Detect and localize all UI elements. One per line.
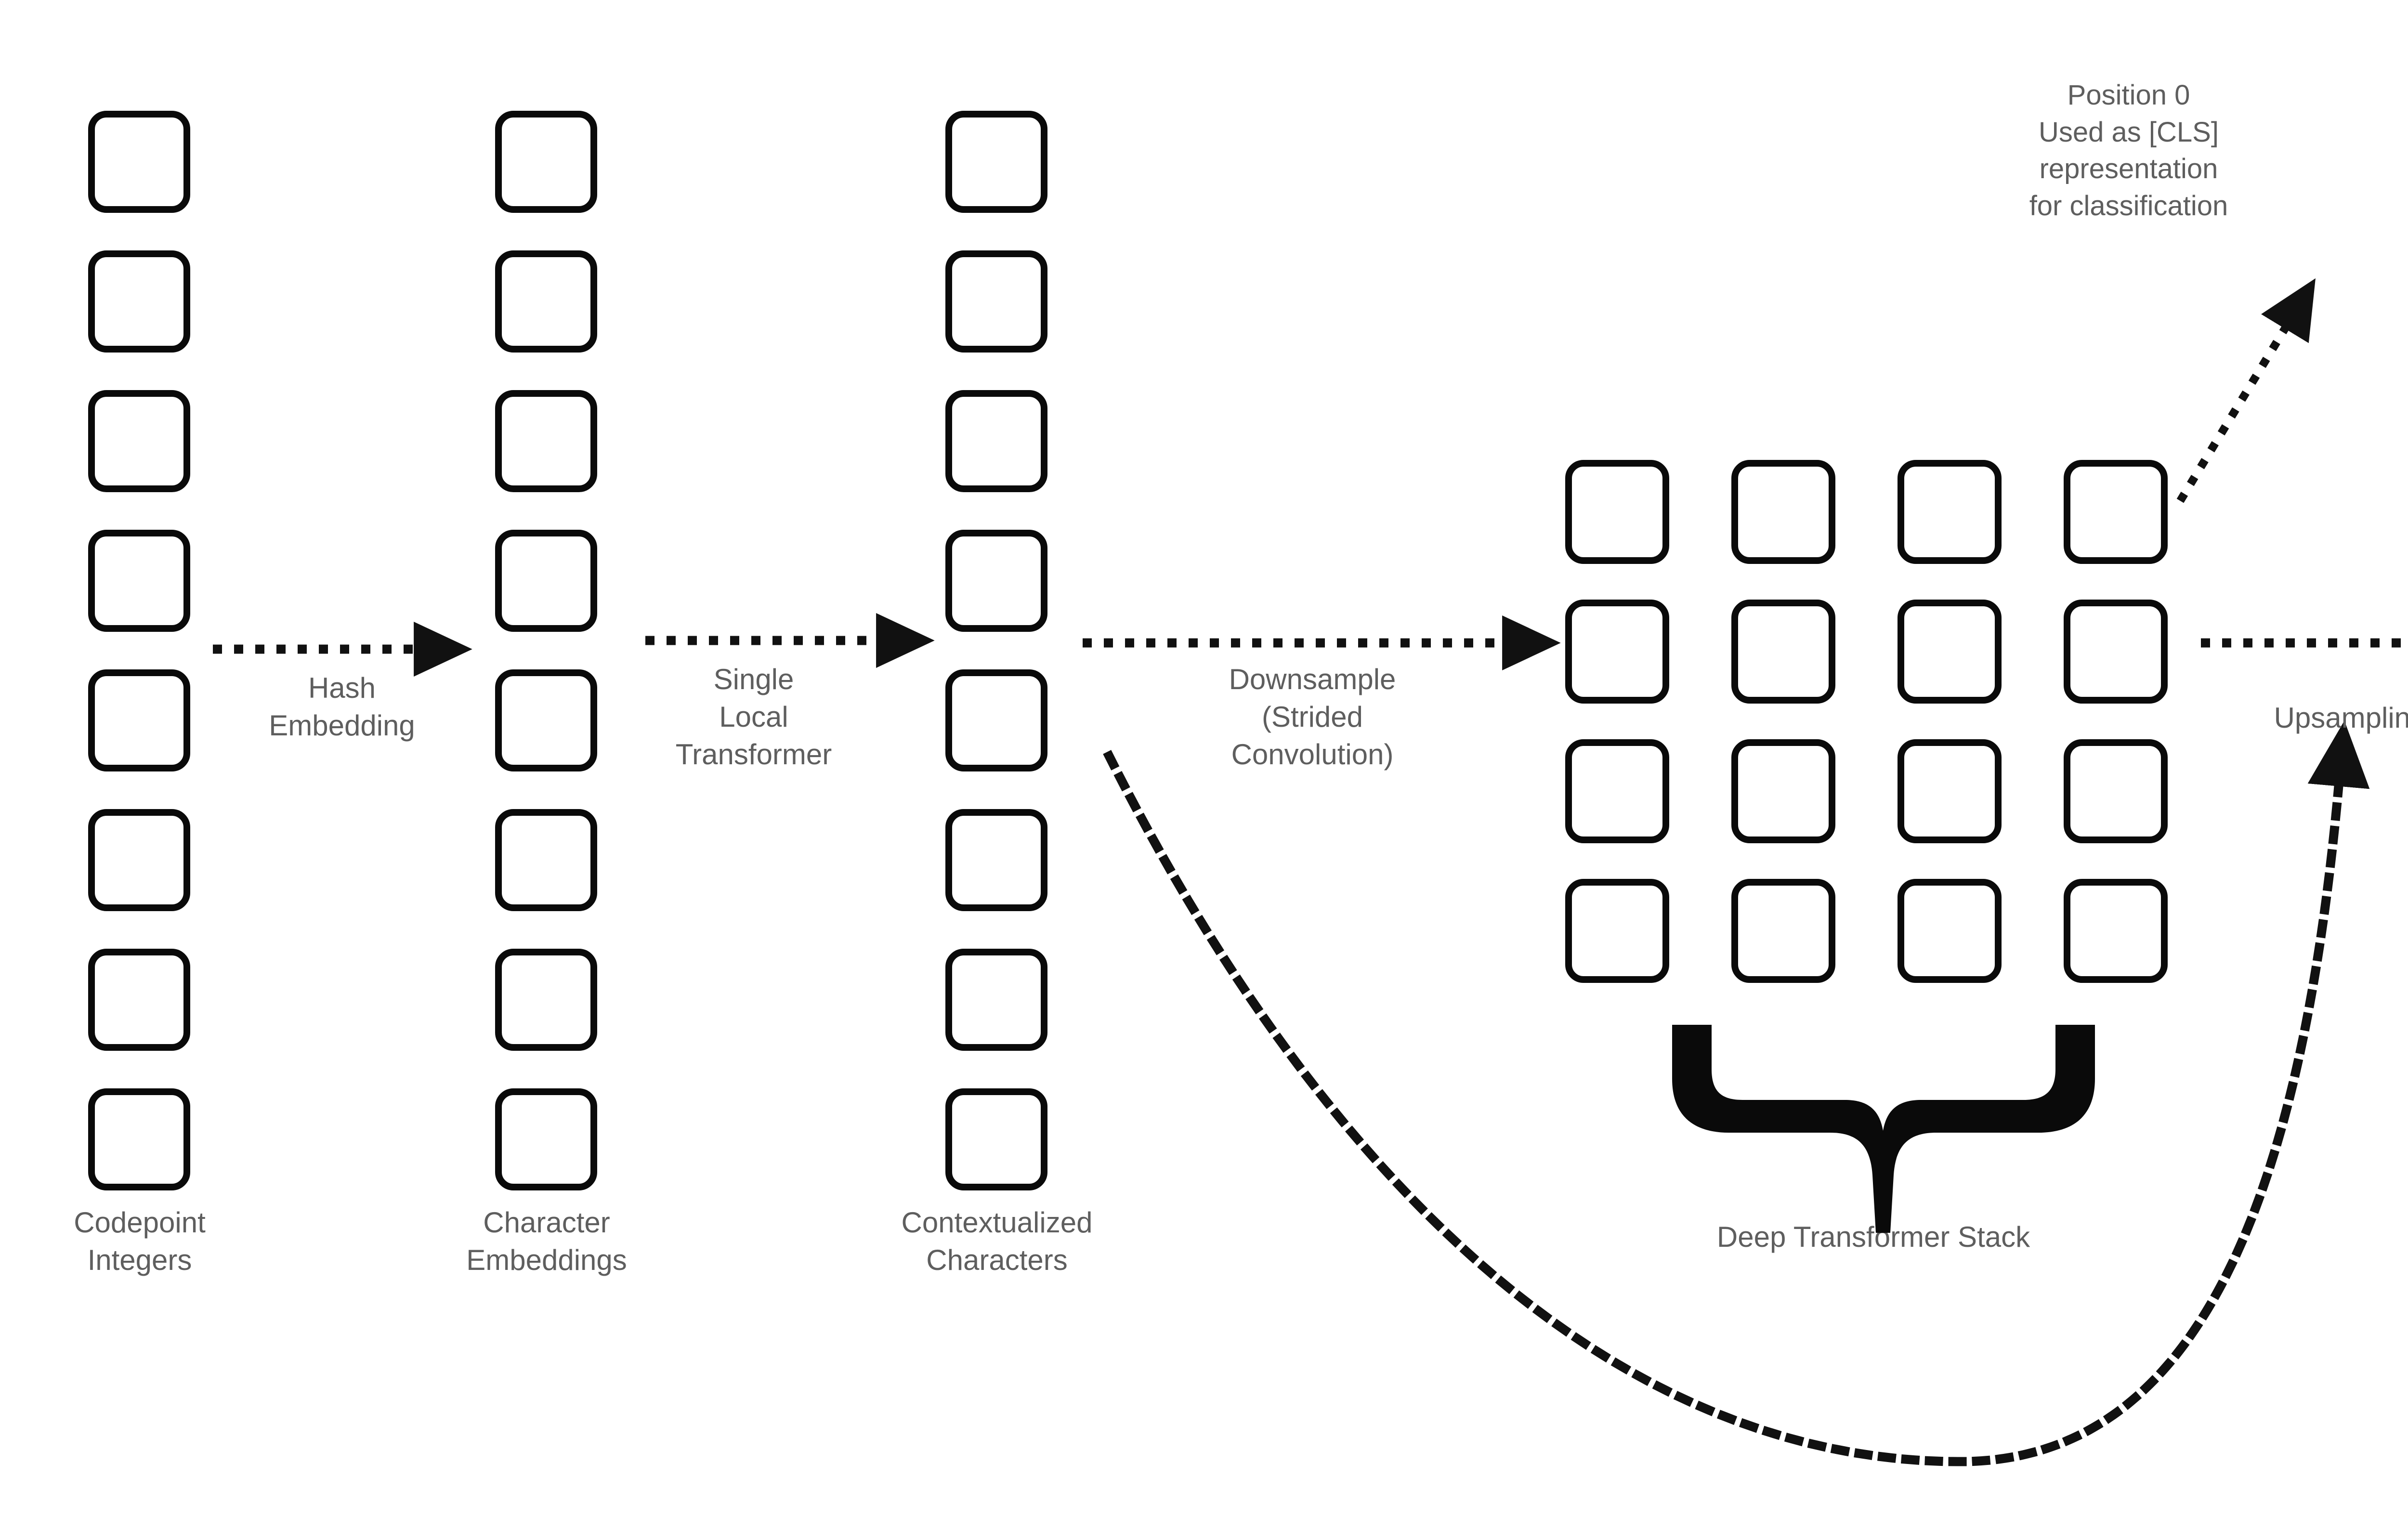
arrow-cls-pointer	[2176, 278, 2316, 503]
cell-box	[495, 809, 597, 911]
cell-box	[1565, 460, 1669, 564]
cell-box	[495, 250, 597, 353]
cell-box	[495, 390, 597, 492]
column-caption-codepoint-integers: Codepoint Integers	[74, 1206, 206, 1276]
cell-box	[88, 949, 190, 1051]
arrow-label-upsampling: Upsampling	[2274, 702, 2408, 734]
cell-box	[945, 111, 1047, 213]
cell-box	[1731, 879, 1835, 983]
cell-box	[1731, 460, 1835, 564]
cell-box	[88, 809, 190, 911]
cell-box	[88, 530, 190, 632]
arrow-label-single-local-transformer: Single Local Transformer	[675, 663, 832, 771]
cell-box	[495, 111, 597, 213]
cell-box	[1898, 460, 2002, 564]
cell-box	[495, 669, 597, 771]
cell-box	[88, 1088, 190, 1190]
cell-box	[2064, 879, 2168, 983]
column-caption-concatenated-representations: Concatenated Representations	[2403, 1214, 2408, 1289]
cell-box	[1898, 879, 2002, 983]
arrow-residual-skip	[1103, 720, 2370, 1466]
cell-box	[495, 949, 597, 1051]
cell-box	[1898, 600, 2002, 704]
cell-box	[88, 390, 190, 492]
cell-box	[495, 1088, 597, 1190]
cell-box	[1731, 600, 1835, 704]
cell-box	[1565, 600, 1669, 704]
column-caption-character-embeddings: Character Embeddings	[466, 1206, 627, 1276]
cell-box	[1731, 739, 1835, 843]
cell-box	[945, 530, 1047, 632]
cell-box	[945, 809, 1047, 911]
arrow-label-hash-embedding: Hash Embedding	[269, 672, 415, 742]
column-caption-contextualized-characters: Contextualized Characters	[901, 1206, 1093, 1276]
arrow-label-downsample: Downsample (Strided Convolution)	[1229, 663, 1396, 771]
cell-box	[945, 1088, 1047, 1190]
cell-box	[945, 949, 1047, 1051]
cell-box	[2064, 600, 2168, 704]
cell-box	[945, 250, 1047, 353]
cell-box	[1565, 879, 1669, 983]
column-caption-deep-transformer-stack: Deep Transformer Stack	[1716, 1221, 2030, 1253]
cell-box	[1565, 739, 1669, 843]
cell-box	[1898, 739, 2002, 843]
cell-box	[88, 669, 190, 771]
cell-box	[2064, 739, 2168, 843]
cell-box	[88, 250, 190, 353]
cell-box	[88, 111, 190, 213]
annotation-position-zero-cls: Position 0 Used as [CLS] representation …	[2029, 79, 2228, 222]
cell-box	[945, 390, 1047, 492]
deep-stack-brace-icon	[1672, 1025, 2095, 1233]
cell-box	[2064, 460, 2168, 564]
cell-box	[945, 669, 1047, 771]
cell-box	[495, 530, 597, 632]
